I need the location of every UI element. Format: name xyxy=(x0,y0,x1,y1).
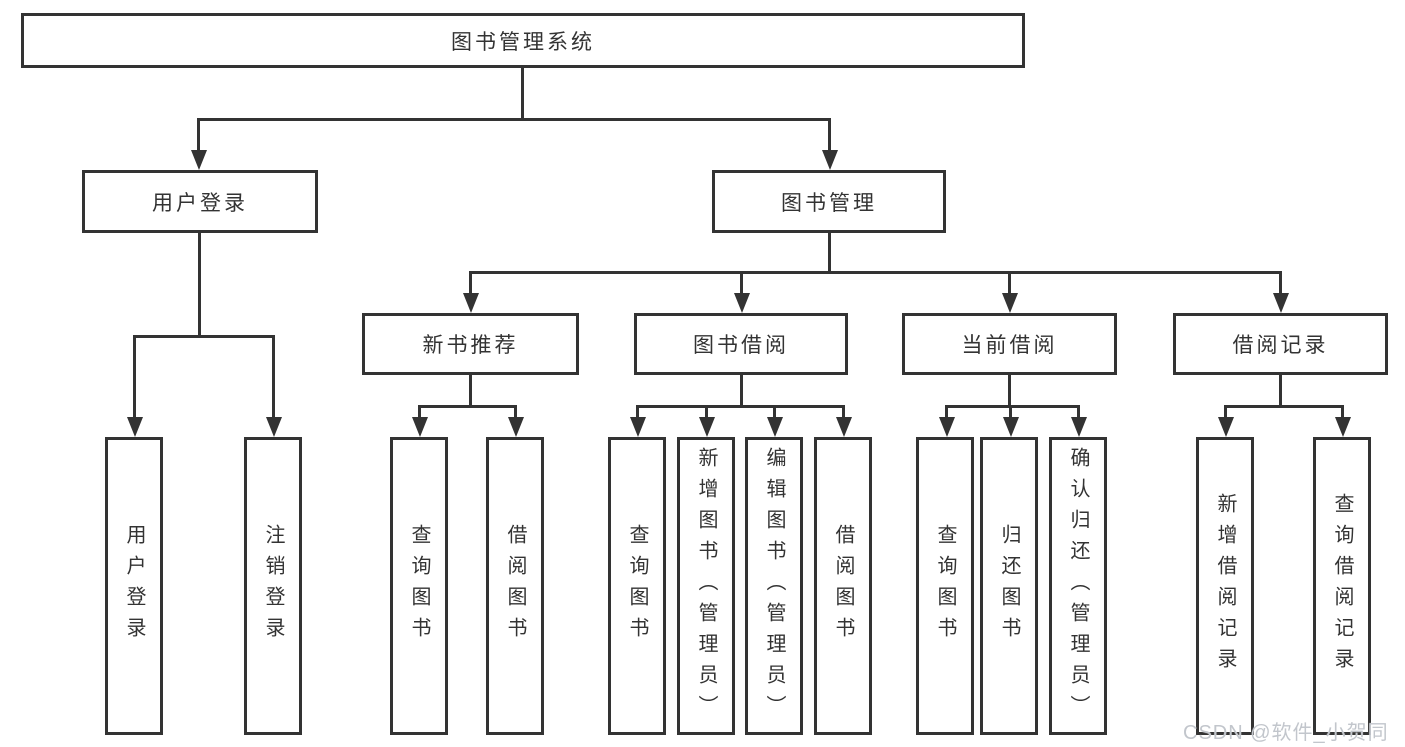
node-borrow-records-label: 借阅记录 xyxy=(1232,334,1329,357)
arrow-down-icon xyxy=(1341,405,1344,417)
leaf-recommend-query-books-label: 查询图书 xyxy=(408,524,430,648)
node-book-management-label: 图书管理 xyxy=(781,191,877,215)
leaf-records-add-record: 新增借阅记录 xyxy=(1196,437,1254,735)
leaf-logout-label: 注销登录 xyxy=(262,524,284,648)
leaf-borrow-edit-books-admin: 编辑图书（管理员） xyxy=(745,437,803,735)
connector-recommend-bar xyxy=(418,405,517,408)
csdn-watermark: CSDN @软件_小贺同学 xyxy=(1183,722,1389,744)
arrow-down-icon xyxy=(828,118,831,150)
arrow-down-icon xyxy=(1279,271,1282,293)
leaf-current-query-books: 查询图书 xyxy=(916,437,974,735)
arrow-down-icon xyxy=(272,335,275,417)
arrow-down-icon xyxy=(773,405,776,417)
arrow-down-icon xyxy=(514,405,517,417)
leaf-user-login: 用户登录 xyxy=(105,437,163,735)
arrow-down-icon xyxy=(842,405,845,417)
connector-user-login-bar xyxy=(133,335,275,338)
node-user-login: 用户登录 xyxy=(82,170,318,233)
connector-current-bar xyxy=(945,405,1080,408)
leaf-records-query-record-label: 查询借阅记录 xyxy=(1331,493,1353,679)
connector-user-login-stem xyxy=(198,233,201,335)
leaf-borrow-lend-books-label: 借阅图书 xyxy=(832,524,854,648)
connector-borrow-stem xyxy=(740,375,743,405)
arrow-down-icon xyxy=(740,271,743,293)
connector-book-management-bar xyxy=(469,271,1282,274)
leaf-borrow-edit-books-admin-label: 编辑图书（管理员） xyxy=(763,446,785,726)
node-root: 图书管理系统 xyxy=(21,13,1025,68)
node-current-borrow: 当前借阅 xyxy=(902,313,1117,375)
leaf-logout: 注销登录 xyxy=(244,437,302,735)
leaf-current-confirm-return-admin: 确认归还（管理员） xyxy=(1049,437,1107,735)
leaf-borrow-query-books-label: 查询图书 xyxy=(626,524,648,648)
leaf-current-confirm-return-admin-label: 确认归还（管理员） xyxy=(1067,446,1089,726)
node-new-book-recommend: 新书推荐 xyxy=(362,313,579,375)
connector-book-management-stem xyxy=(828,233,831,271)
leaf-recommend-query-books: 查询图书 xyxy=(390,437,448,735)
node-user-login-label: 用户登录 xyxy=(152,191,248,215)
leaf-recommend-borrow-books-label: 借阅图书 xyxy=(504,524,526,648)
node-current-borrow-label: 当前借阅 xyxy=(961,334,1058,357)
arrow-down-icon xyxy=(418,405,421,417)
arrow-down-icon xyxy=(1077,405,1080,417)
leaf-borrow-add-books-admin: 新增图书（管理员） xyxy=(677,437,735,735)
arrow-down-icon xyxy=(1008,271,1011,293)
arrow-down-icon xyxy=(705,405,708,417)
node-root-label: 图书管理系统 xyxy=(451,30,595,54)
leaf-records-add-record-label: 新增借阅记录 xyxy=(1214,493,1236,679)
node-book-borrow-label: 图书借阅 xyxy=(693,334,789,357)
leaf-borrow-lend-books: 借阅图书 xyxy=(814,437,872,735)
leaf-recommend-borrow-books: 借阅图书 xyxy=(486,437,544,735)
arrow-down-icon xyxy=(133,335,136,417)
connector-borrow-bar xyxy=(636,405,845,408)
node-book-management: 图书管理 xyxy=(712,170,946,233)
connector-recommend-stem xyxy=(469,375,472,405)
node-borrow-records: 借阅记录 xyxy=(1173,313,1388,375)
leaf-borrow-add-books-admin-label: 新增图书（管理员） xyxy=(695,446,717,726)
arrow-down-icon xyxy=(945,405,948,417)
leaf-user-login-label: 用户登录 xyxy=(123,524,145,648)
arrow-down-icon xyxy=(1224,405,1227,417)
connector-root-stem xyxy=(521,68,524,118)
arrow-down-icon xyxy=(197,118,200,150)
leaf-current-return-books: 归还图书 xyxy=(980,437,1038,735)
connector-root-bar xyxy=(197,118,831,121)
arrow-down-icon xyxy=(636,405,639,417)
leaf-records-query-record: 查询借阅记录 xyxy=(1313,437,1371,735)
leaf-current-return-books-label: 归还图书 xyxy=(998,524,1020,648)
connector-records-stem xyxy=(1279,375,1282,405)
node-new-book-recommend-label: 新书推荐 xyxy=(422,334,519,357)
arrow-down-icon xyxy=(1009,405,1012,417)
leaf-borrow-query-books: 查询图书 xyxy=(608,437,666,735)
leaf-current-query-books-label: 查询图书 xyxy=(934,524,956,648)
node-book-borrow: 图书借阅 xyxy=(634,313,848,375)
arrow-down-icon xyxy=(469,271,472,293)
connector-records-bar xyxy=(1224,405,1343,408)
connector-current-stem xyxy=(1008,375,1011,405)
